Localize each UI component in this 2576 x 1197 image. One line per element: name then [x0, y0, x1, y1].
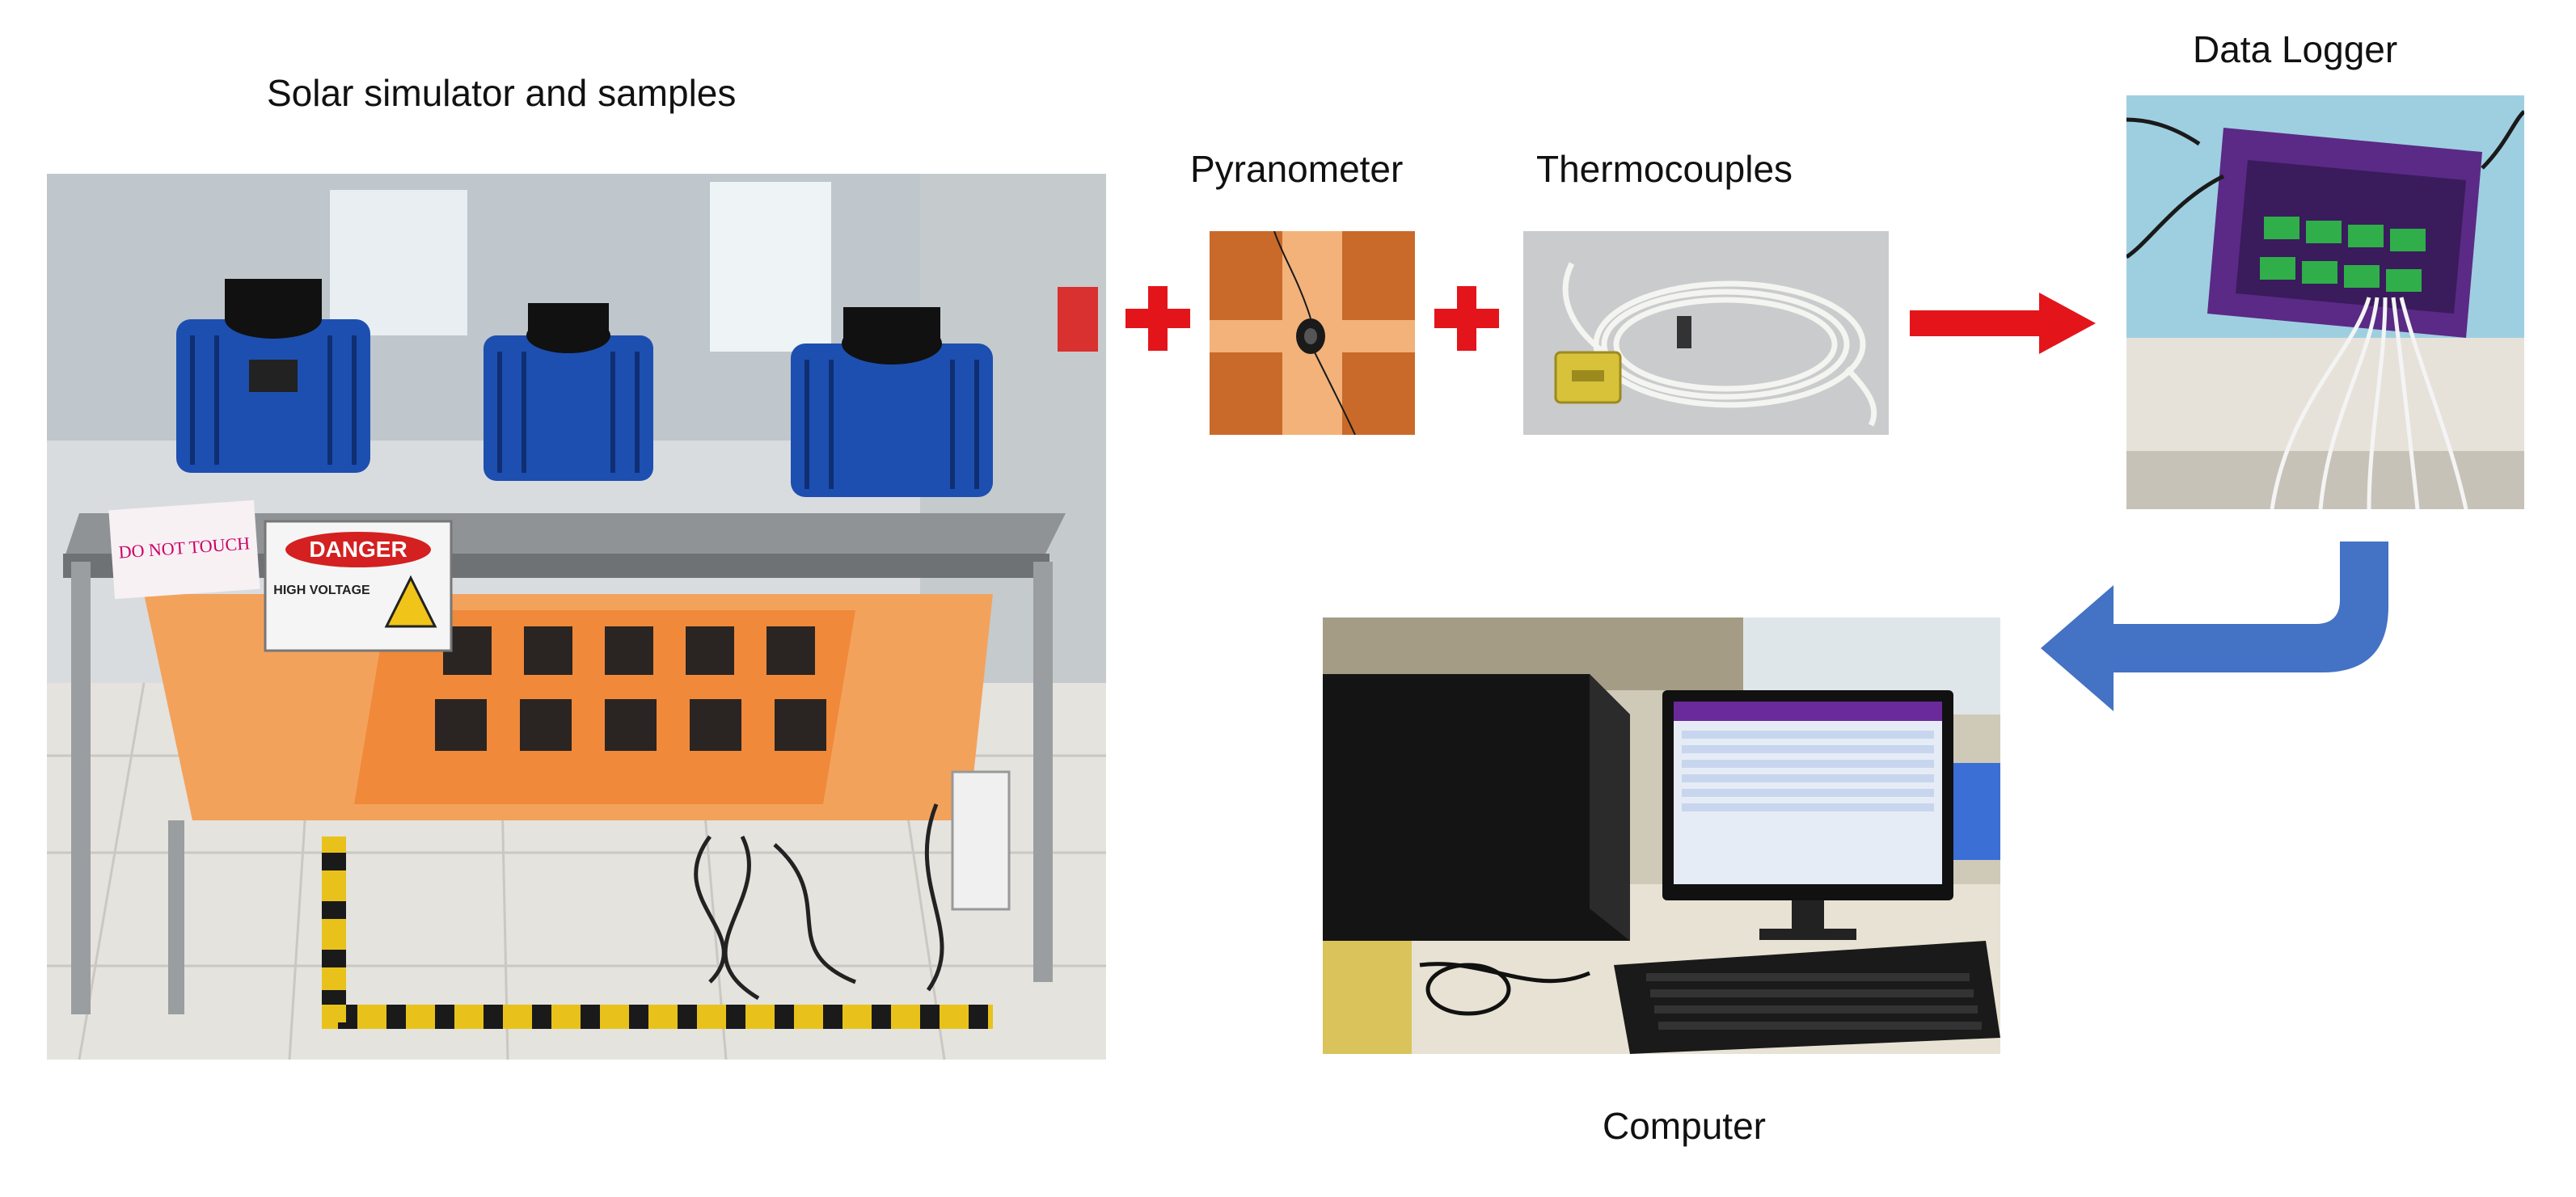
- label-thermocouples: Thermocouples: [1536, 148, 1793, 190]
- arrow-right-icon: [1910, 293, 2096, 354]
- svg-text:DANGER: DANGER: [309, 537, 407, 562]
- label-data-logger: Data Logger: [2193, 28, 2398, 70]
- label-solar-simulator: Solar simulator and samples: [267, 72, 737, 114]
- label-pyranometer: Pyranometer: [1190, 148, 1404, 190]
- plus-icon: [1125, 286, 1190, 351]
- plus-icon: [1434, 286, 1499, 351]
- solar-simulator-photo: DANGER HIGH VOLTAGE DO NOT TOUCH: [47, 174, 1106, 1060]
- label-computer: Computer: [1603, 1105, 1766, 1147]
- thermocouples-photo: [1523, 231, 1889, 435]
- data-logger-photo: [2126, 95, 2524, 509]
- computer-photo: [1323, 617, 2000, 1054]
- pyranometer-photo: [1210, 231, 1415, 435]
- plus-icon-horizontal-bar: [1125, 309, 1190, 328]
- svg-text:HIGH VOLTAGE: HIGH VOLTAGE: [273, 584, 370, 597]
- plus-icon-horizontal-bar: [1434, 309, 1499, 328]
- arrow-curved-down-left-icon: [2041, 542, 2403, 718]
